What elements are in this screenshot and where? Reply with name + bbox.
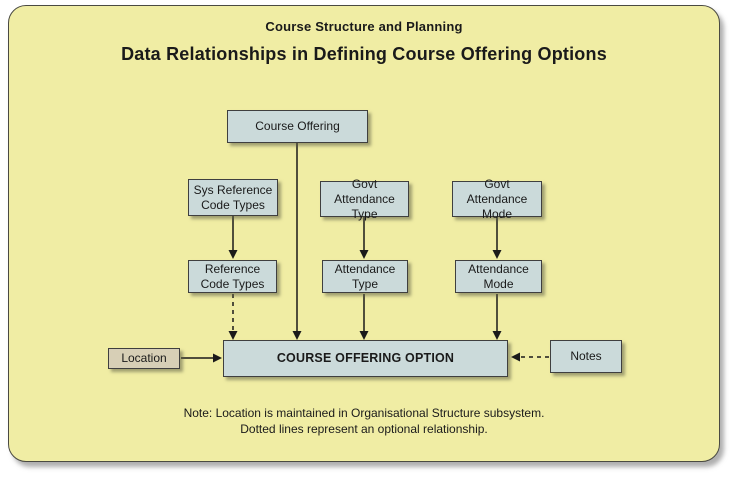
node-course-offering-option-label: COURSE OFFERING OPTION [276, 350, 455, 365]
node-label-line: Sys Reference [193, 182, 273, 197]
node-label-line: Attendance [468, 261, 529, 276]
footnote-line-2: Dotted lines represent an optional relat… [240, 422, 488, 437]
node-label-line: Reference [204, 261, 261, 276]
node-attendance-mode: Attendance Mode [455, 260, 542, 293]
node-attendance-type: Attendance Type [322, 260, 408, 293]
node-label-line: Type [351, 206, 378, 221]
diagram-subtitle: Data Relationships in Defining Course Of… [121, 44, 607, 64]
node-label-line: Attendance [334, 261, 396, 276]
footnote-line-1: Note: Location is maintained in Organisa… [183, 406, 545, 420]
node-notes-label: Notes [570, 349, 602, 363]
node-label-line: Mode [481, 206, 513, 221]
node-course-offering-option: COURSE OFFERING OPTION [223, 340, 508, 377]
node-reference-code-types: Reference Code Types [188, 260, 277, 293]
node-label-line: Govt Attendance [334, 176, 395, 206]
node-label-line: Type [351, 276, 378, 291]
node-label-line: Code Types [201, 197, 265, 212]
node-govt-attendance-type: Govt Attendance Type [320, 177, 409, 221]
node-location: Location [108, 348, 180, 369]
diagram-canvas: Course Structure and Planning Data Relat… [8, 5, 720, 462]
node-govt-attendance-mode: Govt Attendance Mode [452, 177, 542, 221]
node-location-label: Location [121, 351, 167, 365]
node-label-line: Govt Attendance [466, 176, 528, 206]
footnote: Note: Location is maintained in Organisa… [9, 405, 719, 437]
node-label-line: Mode [483, 276, 514, 291]
node-notes: Notes [550, 340, 622, 373]
diagram-title: Course Structure and Planning [265, 19, 463, 34]
node-course-offering-label: Course Offering [255, 119, 340, 133]
node-label-line: Code Types [200, 276, 265, 291]
node-course-offering: Course Offering [227, 110, 368, 143]
node-sys-reference-code-types: Sys Reference Code Types [188, 179, 278, 216]
